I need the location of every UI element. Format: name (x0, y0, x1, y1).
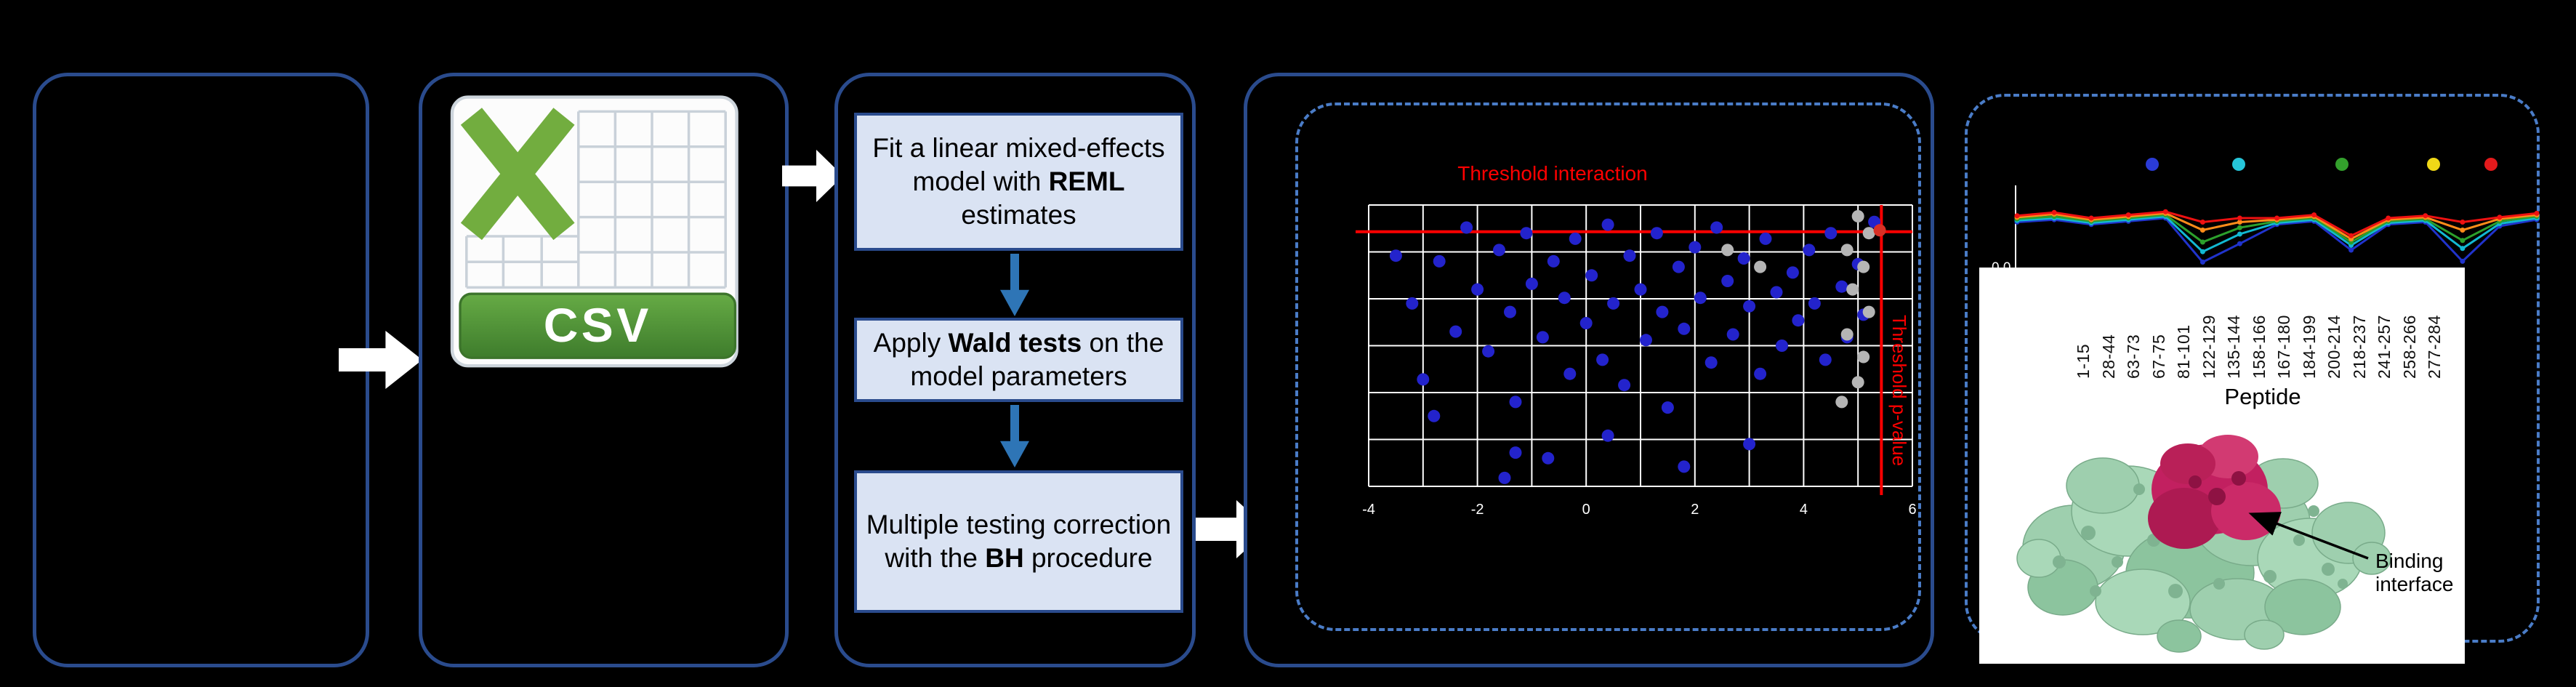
svg-text:2: 2 (1691, 502, 1699, 518)
peptide-tick-label: 167-180 (2274, 315, 2293, 379)
csv-banner (459, 292, 737, 359)
peptide-tick-label: 258-266 (2399, 315, 2419, 379)
flow-arrow-1-icon (339, 331, 422, 389)
peptide-tick-label: 122-129 (2199, 315, 2218, 379)
input-panel (33, 73, 369, 667)
peptide-tick-label: 135-144 (2224, 315, 2243, 379)
protein-surface (2016, 446, 2391, 653)
svg-text:6: 6 (1908, 502, 1916, 518)
uptake-profile-chart: 0.0 (1992, 158, 2540, 276)
binding-interface-arrow (2248, 512, 2369, 560)
step-reml-box: Fit a linear mixed-effects model with RE… (854, 113, 1183, 251)
peptide-tick-label: 1-15 (2074, 343, 2093, 379)
peptide-tick-label: 241-257 (2375, 315, 2394, 379)
peptide-tick-label: 200-214 (2325, 315, 2343, 379)
protein-structure-figure (2016, 435, 2391, 653)
peptide-tick-label: 218-237 (2349, 315, 2369, 379)
svg-text:-2: -2 (1471, 502, 1484, 518)
stats-pipeline-panel: Fit a linear mixed-effects model with RE… (834, 73, 1196, 667)
peptide-axis-label: Peptide (2224, 384, 2301, 409)
step-arrow-1-icon (1000, 254, 1029, 316)
volcano-dashed-box: -4 -2 0 2 4 6 Threshold interaction Threshold… (1295, 103, 1921, 631)
spreadsheet-grid (465, 110, 727, 289)
peptide-tick-label: 67-75 (2149, 334, 2168, 379)
csv-banner-label: CSV (544, 298, 652, 352)
binding-interface-region (2148, 435, 2281, 549)
threshold-interaction-label: Threshold interaction (1457, 162, 1648, 185)
peptide-tick-labels: 1-15 28-44 63-73 67-75 81-101 122-129 135-144 1… (1979, 268, 2465, 384)
peptide-tick-label: 63-73 (2124, 334, 2143, 379)
peptide-figure-panel: 1-15 28-44 63-73 67-75 81-101 122-129 135-144 1… (1979, 268, 2465, 664)
svg-text:0: 0 (1582, 502, 1590, 518)
binding-interface-label: Binding interface (2375, 550, 2454, 596)
results-panel: -4 -2 0 2 4 6 Threshold interaction Threshold… (1244, 73, 1934, 667)
peptide-tick-label: 81-101 (2174, 324, 2193, 379)
svg-text:4: 4 (1800, 502, 1808, 518)
svg-text:-4: -4 (1362, 502, 1375, 518)
excel-x-icon (460, 108, 575, 241)
peptide-tick-label: 184-199 (2299, 315, 2319, 379)
peptide-tick-label: 28-44 (2098, 334, 2118, 379)
csv-panel: CSV (419, 73, 789, 667)
threshold-pvalue-label: Threshold p-value (1888, 315, 1910, 467)
peptide-tick-label: 158-166 (2249, 315, 2269, 379)
step-wald-box: Apply Wald tests on the model parameters (854, 318, 1183, 402)
volcano-plot: -4 -2 0 2 4 6 (1356, 204, 1917, 518)
peptide-tick-label: 277-284 (2425, 315, 2444, 379)
step-arrow-2-icon (1000, 405, 1029, 467)
csv-file-icon: CSV (450, 95, 738, 368)
flow-arrow-2-icon (782, 150, 843, 202)
